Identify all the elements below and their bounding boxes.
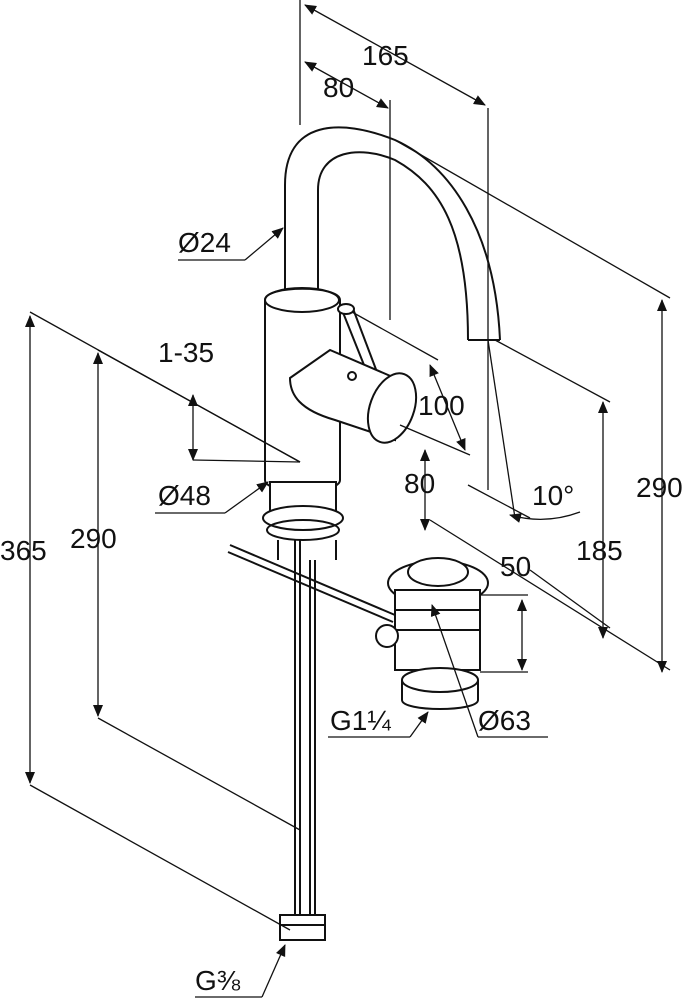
dimension-outlet-height: 185 [494,339,623,639]
label-lever-height: 80 [404,468,435,499]
label-total-height: 365 [0,535,47,566]
dimension-waste-height: 50 [480,551,531,673]
dimension-waste-diameter: Ø63 [430,604,548,738]
dimension-spout-diameter: Ø24 [178,227,284,261]
dimension-spout-reach: 165 [299,0,489,490]
dimension-hose-length: 290 [70,349,301,831]
dimension-waste-thread: G1¼ [328,705,429,738]
label-spout-height: 290 [636,472,683,503]
dimension-lever-angle: 1-35 [158,337,301,463]
label-waste-height: 50 [500,551,531,582]
dimension-lever-height: 80 [404,449,435,531]
label-lever-length: 100 [418,390,465,421]
faucet-body [227,126,501,941]
label-lever-angle: 1-35 [158,337,214,368]
dimension-body-diameter: Ø48 [155,480,269,514]
dimension-lever-offset: 80 [304,61,391,320]
label-spout-reach: 165 [362,40,409,71]
dimension-total-height: 365 [0,311,301,931]
label-waste-thread: G1¼ [330,705,391,736]
label-spout-diameter: Ø24 [178,227,231,258]
dimension-lever-length: 100 [351,311,471,456]
label-supply-thread: G⅜ [195,965,241,996]
dimension-spout-tilt: 10° [467,339,581,523]
pop-up-waste [375,557,489,710]
label-lever-offset: 80 [323,72,354,103]
dimension-spout-height: 290 [394,139,683,673]
label-body-diameter: Ø48 [158,480,211,511]
label-hose-length: 290 [70,523,117,554]
label-outlet-height: 185 [576,535,623,566]
label-spout-tilt: 10° [532,480,574,511]
label-waste-diameter: Ø63 [478,705,531,736]
dimension-supply-thread: G⅜ [195,944,286,998]
